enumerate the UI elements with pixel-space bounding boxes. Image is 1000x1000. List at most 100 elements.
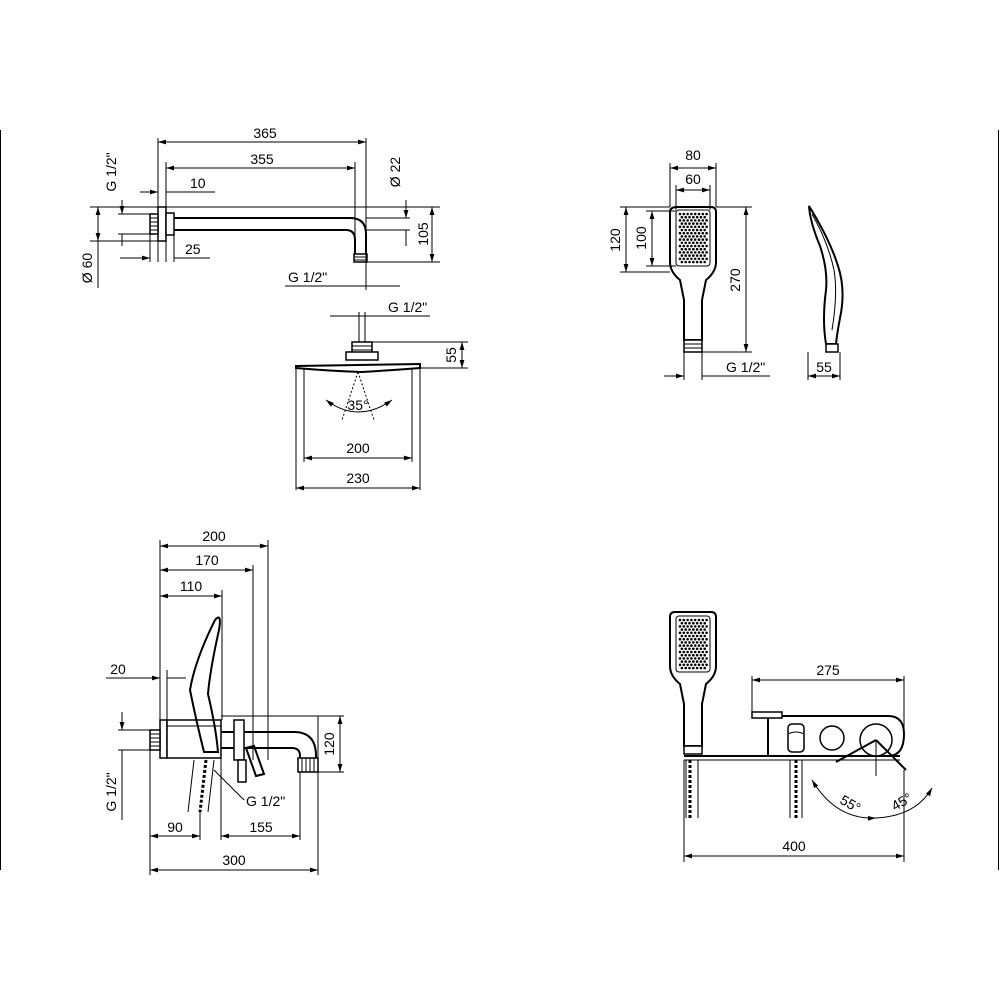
nozzle-dot [693, 251, 697, 254]
nozzle-dot [692, 260, 695, 264]
nozzle-dot [680, 621, 684, 625]
nozzle-dot [680, 653, 684, 657]
nozzle-dot [693, 257, 697, 261]
nozzle-dot [678, 238, 682, 241]
nozzle-dot [692, 222, 695, 225]
nozzle-dot [690, 618, 693, 622]
nozzle-dot [703, 254, 706, 257]
nozzle-dot [678, 257, 682, 261]
dim-g-bottom-mixer: G 1/2" [246, 793, 285, 809]
nozzle-dot [693, 625, 697, 628]
dim-angle-55: 55° [837, 791, 863, 815]
nozzle-dot [693, 637, 697, 641]
nozzle-dot [692, 241, 695, 245]
nozzle-dot [688, 660, 691, 663]
nozzle-dot [695, 241, 699, 245]
hand-shower-view: 80 60 120 100 270 G 1/2" 55 [607, 147, 844, 380]
nozzle-dot [697, 625, 701, 628]
nozzle-dot [688, 228, 691, 232]
nozzle-dot [699, 621, 703, 625]
nozzle-dot [692, 254, 695, 257]
nozzle-dot [703, 235, 706, 238]
dim-120-mixer: 120 [321, 732, 337, 756]
nozzle-dot [682, 219, 686, 222]
nozzle-dot [705, 631, 708, 635]
nozzle-dot [703, 215, 706, 219]
nozzle-dot [695, 666, 699, 670]
nozzle-dot [682, 231, 686, 235]
nozzle-dot [695, 228, 699, 232]
nozzle-dot [705, 637, 708, 641]
nozzle-dot [686, 219, 689, 222]
nozzle-dot [678, 631, 682, 635]
nozzle-dot [690, 231, 693, 235]
nozzle-dot [701, 225, 705, 229]
nozzle-dot [682, 631, 686, 635]
nozzle-dot [690, 225, 693, 229]
wall-flange [157, 206, 167, 242]
nozzle-dot [682, 212, 686, 216]
nozzle-dot [690, 251, 693, 254]
dim-120: 120 [607, 228, 623, 252]
nozzle-dot [695, 247, 699, 251]
nozzle-dot [695, 215, 699, 219]
nozzle-dot [692, 647, 695, 651]
nozzle-dot [692, 641, 695, 644]
shower-arm-view: 365 355 10 25 105 G 1/2" Ø 22 Ø 60 G 1/2… [79, 125, 440, 290]
nozzle-dot [693, 231, 697, 235]
hand-shower-profile [808, 205, 844, 345]
nozzle-dot [699, 660, 703, 663]
nozzle-dot [688, 235, 691, 238]
hose [198, 759, 208, 813]
nozzle-dot [701, 251, 705, 254]
nozzle-dot [695, 641, 699, 644]
overhead-shower-view: G 1/2" 35° 55 200 230 [295, 299, 468, 491]
nozzle-dot [697, 219, 701, 222]
nozzle-dot [686, 625, 689, 628]
nozzle-dot [701, 644, 705, 647]
nozzle-dot [701, 657, 705, 660]
nozzle-dot [686, 238, 689, 241]
nozzle-dot [680, 222, 684, 225]
nozzle-dot [684, 634, 687, 638]
nozzle-dot [699, 215, 703, 219]
nozzle-dot [680, 215, 684, 219]
bath-mixer-side-view: 200 170 110 20 120 G 1/2" G 1/2" 90 155 … [103, 528, 344, 875]
nozzle-dot [697, 244, 701, 248]
nozzle-dot [703, 666, 706, 670]
nozzle-dot [692, 628, 695, 631]
nozzle-dot [684, 660, 687, 663]
nozzle-dot [678, 244, 682, 248]
nozzle-dot [680, 254, 684, 257]
nozzle-dot [678, 212, 682, 216]
nozzle-dot [705, 625, 708, 628]
nozzle-dot [686, 618, 689, 622]
nozzle-dot [688, 634, 691, 638]
dim-365: 365 [253, 125, 277, 141]
nozzle-dot [699, 228, 703, 232]
hand-shower-front [669, 611, 717, 747]
dim-60: 60 [685, 171, 701, 187]
nozzle-dot [705, 650, 708, 654]
nozzle-dot [688, 260, 691, 264]
nozzle-dot [686, 251, 689, 254]
nozzle-dot [682, 657, 686, 660]
nozzle-dot [705, 257, 708, 261]
nozzle-dot [703, 647, 706, 651]
dim-dia60: Ø 60 [79, 253, 95, 284]
nozzle-dot [701, 212, 705, 216]
dim-90: 90 [167, 819, 183, 835]
nozzle-dot [678, 650, 682, 654]
nozzle-dot [684, 235, 687, 238]
nozzle-dot [705, 231, 708, 235]
dim-400: 400 [782, 838, 806, 854]
nozzle-dot [695, 260, 699, 264]
nozzle-dot [703, 621, 706, 625]
nozzle-dot [705, 657, 708, 660]
nozzle-dot [690, 257, 693, 261]
nozzle-dot [695, 647, 699, 651]
control-panel [767, 715, 906, 757]
nozzle-dot [692, 666, 695, 670]
nozzle-dot [690, 238, 693, 241]
